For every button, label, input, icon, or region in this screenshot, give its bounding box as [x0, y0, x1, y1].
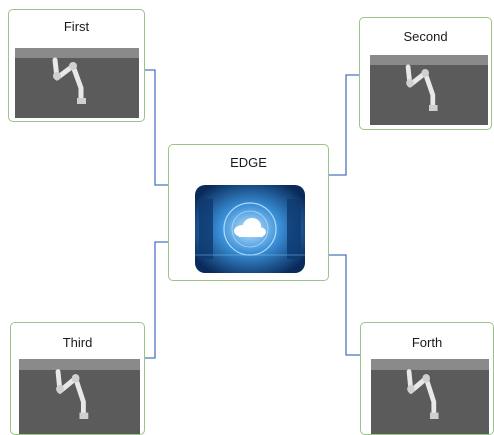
- node-forth-label: Forth: [411, 335, 443, 350]
- cloud-datacenter-image: [195, 185, 305, 273]
- connector-third-edge: [145, 241, 168, 359]
- node-edge-label: EDGE: [230, 155, 267, 170]
- node-edge: EDGE: [168, 144, 329, 281]
- node-second-label: Second: [403, 29, 448, 44]
- robot-arm-image: [15, 48, 139, 118]
- robot-arm-image: [371, 359, 489, 434]
- node-second: Second: [359, 17, 492, 130]
- connector-second-edge: [329, 74, 359, 176]
- connector-first-edge: [145, 69, 168, 186]
- node-third-label: Third: [62, 335, 93, 350]
- connector-forth-edge: [329, 254, 360, 356]
- robot-arm-image: [370, 55, 488, 125]
- node-third: Third: [10, 322, 145, 435]
- node-forth: Forth: [360, 322, 494, 435]
- node-first-label: First: [63, 19, 90, 34]
- robot-arm-image: [19, 359, 140, 434]
- node-first: First: [8, 9, 145, 122]
